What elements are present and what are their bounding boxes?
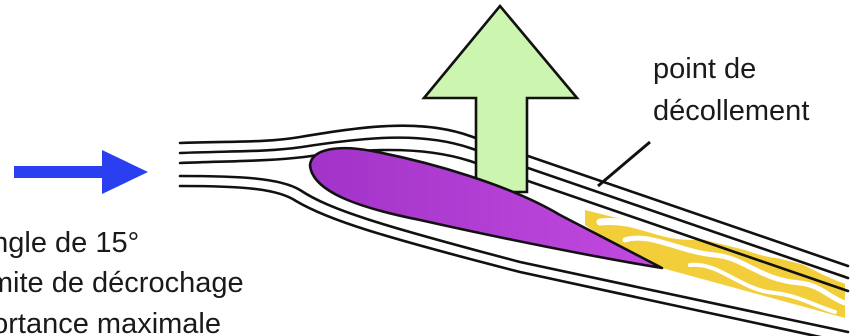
separation-point-label: point de décollement xyxy=(653,53,809,127)
separation-point-pointer xyxy=(598,142,650,186)
conditions-line-stall-limit: limite de décrochage xyxy=(0,267,244,299)
separation-point-line-1: point de xyxy=(653,53,756,85)
separation-point-line-2: décollement xyxy=(653,95,809,127)
conditions-label: angle de 15° limite de décrochage portan… xyxy=(0,227,252,336)
flow-arrow-icon xyxy=(14,150,148,194)
conditions-line-angle: angle de 15° xyxy=(0,227,139,259)
conditions-line-max-lift: portance maximale xyxy=(0,308,221,336)
